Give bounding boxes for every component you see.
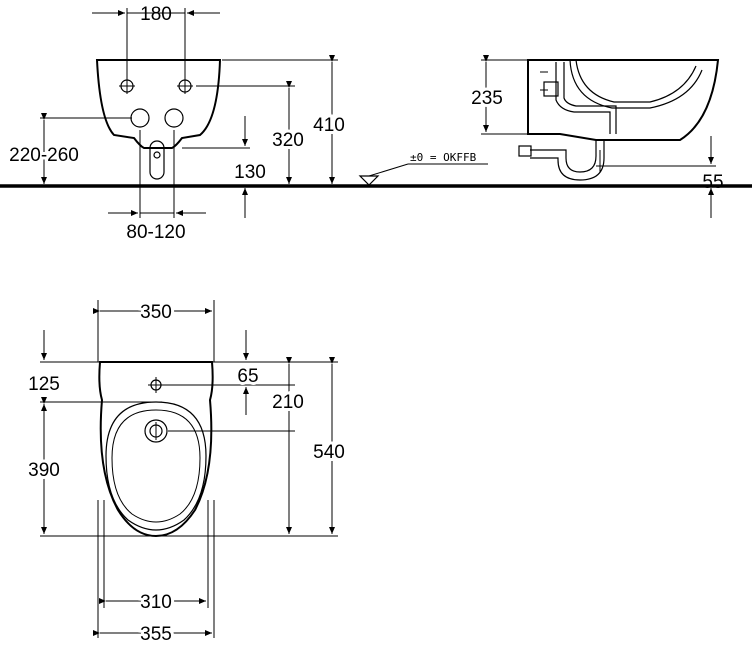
bidet-side-body xyxy=(527,59,720,141)
dim-65: 65 xyxy=(237,366,258,387)
siphon-trap xyxy=(530,140,597,173)
dim-355: 355 xyxy=(140,624,172,645)
drain-slot xyxy=(149,140,165,180)
side-view: 235 55 xyxy=(468,55,724,218)
dim-390: 390 xyxy=(28,460,60,481)
drain-top xyxy=(144,419,168,443)
dim-235: 235 xyxy=(471,88,503,109)
drain-dot xyxy=(153,151,161,159)
front-view: 180 410 320 220-260 130 80-120 xyxy=(6,4,348,243)
dim-220-260: 220-260 xyxy=(9,145,79,166)
dim-80-120: 80-120 xyxy=(126,222,185,243)
floor-level-note: ±0 = OKFFB xyxy=(410,151,477,164)
dim-210: 210 xyxy=(272,392,304,413)
valve-block xyxy=(543,81,559,97)
dim-320: 320 xyxy=(272,130,304,151)
dim-410: 410 xyxy=(313,115,345,136)
dim-125: 125 xyxy=(28,374,60,395)
bidet-top-bowl xyxy=(105,401,207,531)
top-view: 350 125 65 210 390 540 310 355 xyxy=(25,299,348,648)
bolt-hole-left xyxy=(130,108,150,128)
dim-350: 350 xyxy=(140,302,172,323)
tap-hole-top xyxy=(148,377,164,393)
bidet-front-body xyxy=(95,59,222,149)
dim-310: 310 xyxy=(140,592,172,613)
floor-level-marker: ±0 = OKFFB xyxy=(358,151,488,186)
dim-540: 540 xyxy=(313,442,345,463)
bolt-hole-right xyxy=(164,108,184,128)
dim-180: 180 xyxy=(140,4,172,25)
dim-55: 55 xyxy=(702,172,723,193)
dim-130: 130 xyxy=(234,162,266,183)
